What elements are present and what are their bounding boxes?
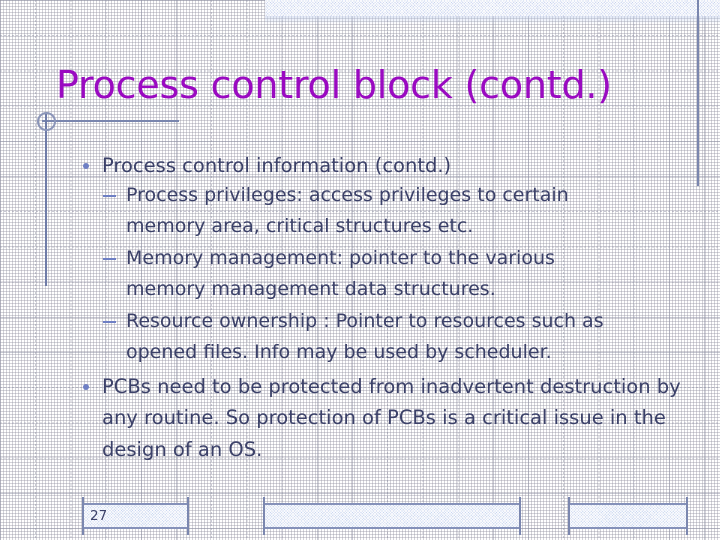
list-item: Process privileges: access privileges to… [70, 180, 695, 243]
title-underline-rule [42, 120, 179, 122]
list-item: Process control information (contd.) [70, 152, 695, 180]
footer-bar-right [568, 503, 688, 529]
top-band-fade [265, 16, 720, 24]
bullet-text: Process control information (contd.) [102, 154, 452, 177]
footer-bar-left [82, 503, 189, 529]
page-number: 27 [90, 508, 108, 524]
bullet-text: Process privileges: access privileges to… [126, 183, 569, 206]
bullet-text-cont: opened files. Info may be used by schedu… [126, 341, 552, 363]
bullet-text: Memory management: pointer to the variou… [126, 246, 555, 269]
bullet-text-cont: memory area, critical structures etc. [126, 215, 474, 237]
bullet-text-cont: memory management data structures. [126, 278, 496, 300]
list-item: Memory management: pointer to the variou… [70, 243, 695, 306]
bullet-text-cont: destruction by any routine. So protectio… [102, 374, 681, 430]
disc-bullet-icon [83, 383, 89, 390]
bullet-text: PCBs need to be protected from inadverte… [102, 374, 534, 398]
left-vertical-rule [45, 114, 47, 286]
footer-tick [519, 497, 521, 535]
list-item: PCBs need to be protected from inadverte… [70, 371, 695, 466]
footer-tick [568, 497, 570, 535]
dash-bullet-icon [103, 194, 116, 197]
footer-tick [82, 497, 84, 535]
top-band-decoration [265, 0, 720, 16]
disc-bullet-icon [83, 163, 89, 169]
slide-title: Process control block (contd.) [56, 63, 612, 107]
dash-bullet-icon [103, 320, 116, 323]
footer-tick [187, 497, 189, 535]
slide-body: Process control information (contd.) Pro… [70, 152, 695, 465]
footer-tick [686, 497, 688, 535]
bullet-text-cont: critical issue in the design of an OS. [102, 406, 666, 461]
list-item: Resource ownership : Pointer to resource… [70, 306, 695, 369]
circle-ornament-icon [37, 112, 56, 131]
footer-bar-center [263, 503, 521, 529]
dash-bullet-icon [103, 257, 116, 260]
right-vertical-rule [697, 0, 699, 186]
footer-tick [263, 497, 265, 535]
bullet-text: Resource ownership : Pointer to resource… [126, 309, 604, 332]
